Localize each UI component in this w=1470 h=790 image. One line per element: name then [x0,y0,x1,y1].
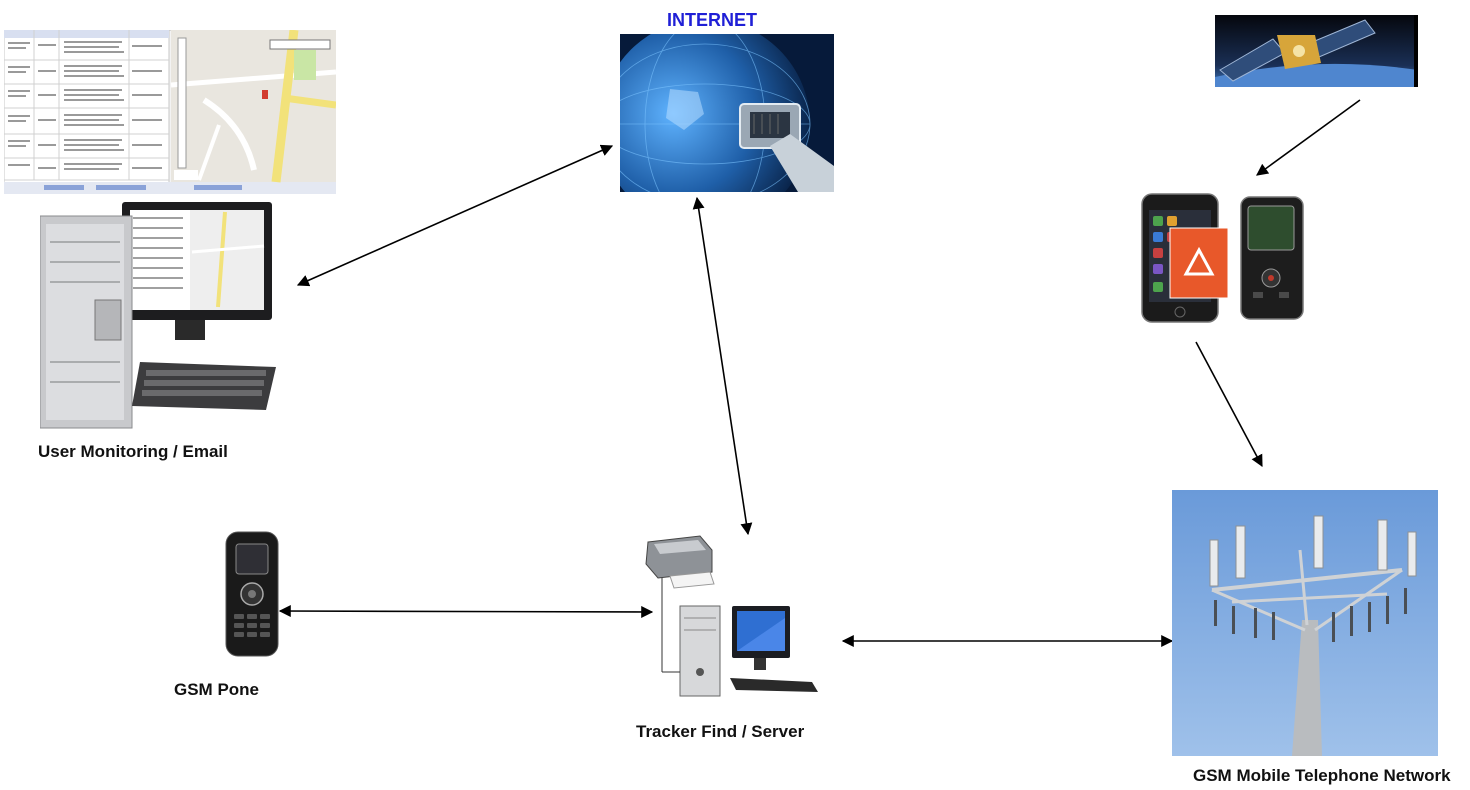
gsm-network-label: GSM Mobile Telephone Network [1193,766,1451,785]
internet-label: INTERNET [667,10,757,30]
gsm-phone-label: GSM Pone [174,680,260,699]
monitoring-computer [40,202,276,429]
user-monitoring-label: User Monitoring / Email [38,442,228,461]
arrow-devices-network [1195,341,1263,468]
arrow-internet-server [692,196,753,536]
tracker-server-label: Tracker Find / Server [636,722,805,741]
internet-globe-image [620,34,834,192]
tracking-devices [1141,193,1304,323]
arrow-monitoring-internet [296,144,614,287]
satellite-image [1215,15,1418,87]
arrow-phone-server [278,605,654,618]
tracking-map-screenshot [4,30,336,194]
arrow-satellite-devices [1256,99,1361,176]
gsm-tower-image [1172,490,1438,756]
gsm-phone-image [225,531,279,657]
tracker-server-image [645,535,818,697]
